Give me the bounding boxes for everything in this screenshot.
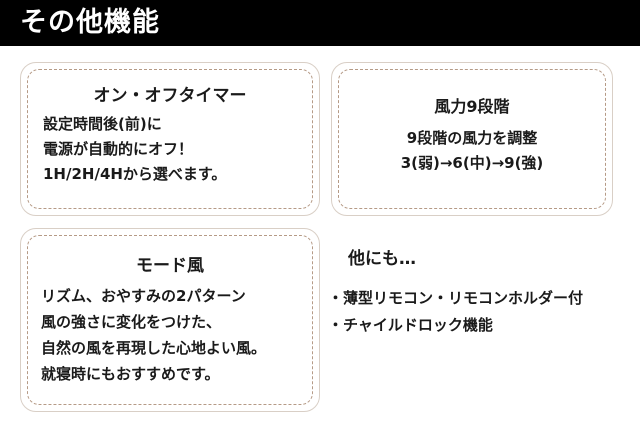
other-feature-item: ・チャイルドロック機能 <box>328 316 493 334</box>
wind-card-title: 風力9段階 <box>434 97 510 116</box>
wind-card-line: 3(弱)→6(中)→9(強) <box>400 154 544 172</box>
timer-card: オン・オフタイマー 設定時間後(前)に 電源が自動的にオフ！ 1H/2H/4Hか… <box>20 62 320 216</box>
card-dashed-border <box>27 235 313 405</box>
header-bar: その他機能 <box>0 0 640 46</box>
timer-card-line: 電源が自動的にオフ！ <box>43 140 194 158</box>
mode-card-line: 自然の風を再現した心地よい風。 <box>41 339 267 357</box>
mode-wind-card: モード風 リズム、おやすみの2パターン 風の強さに変化をつけた、 自然の風を再現… <box>20 228 320 412</box>
page-title: その他機能 <box>20 7 160 38</box>
timer-card-title: オン・オフタイマー <box>93 86 247 106</box>
card-dashed-border <box>27 69 313 209</box>
mode-card-line: 風の強さに変化をつけた、 <box>41 313 222 331</box>
other-feature-item: ・薄型リモコン・リモコンホルダー付 <box>328 289 584 307</box>
timer-card-line: 1H/2H/4Hから選べます。 <box>43 165 227 183</box>
other-features-title: 他にも… <box>348 249 416 269</box>
timer-card-line: 設定時間後(前)に <box>43 115 162 133</box>
card-dashed-border <box>338 69 606 209</box>
wind-level-card: 風力9段階 9段階の風力を調整 3(弱)→6(中)→9(強) <box>331 62 613 216</box>
mode-card-title: モード風 <box>136 256 204 276</box>
wind-card-line: 9段階の風力を調整 <box>406 129 538 147</box>
mode-card-line: 就寝時にもおすすめです。 <box>41 365 220 383</box>
mode-card-line: リズム、おやすみの2パターン <box>41 287 246 305</box>
